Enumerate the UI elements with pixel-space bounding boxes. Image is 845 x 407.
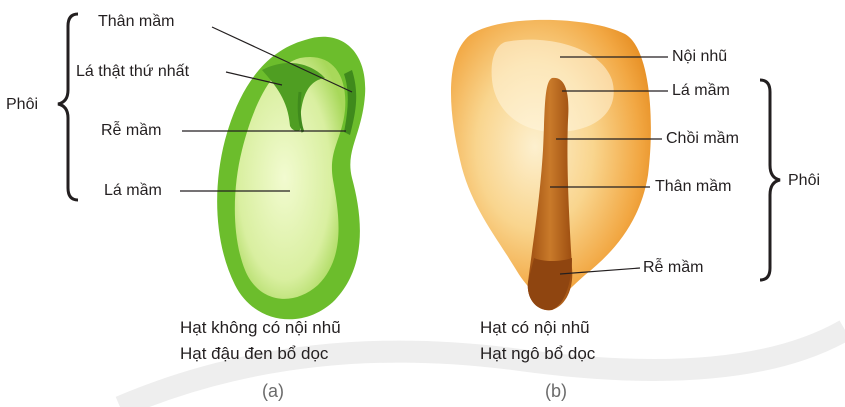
corn-caption-line2: Hạt ngô bổ dọc <box>480 343 595 365</box>
corn-caption-line1: Hạt có nội nhũ <box>480 317 590 339</box>
watermark-arc <box>120 330 845 407</box>
bean-label-la-mam: Lá mầm <box>104 182 162 200</box>
bean-caption-line2: Hạt đậu đen bổ dọc <box>180 343 328 365</box>
corn-label-than-mam: Thân mầm <box>655 178 731 196</box>
bean-label-than-mam: Thân mầm <box>98 13 174 31</box>
bean-label-re-mam: Rễ mầm <box>101 122 161 140</box>
corn-seed <box>451 20 651 310</box>
bean-seed <box>217 37 365 320</box>
bean-panel-label: (a) <box>262 381 284 401</box>
corn-label-choi-mam: Chồi mầm <box>666 130 739 148</box>
corn-label-re-mam: Rễ mầm <box>643 259 703 277</box>
bean-label-phoi: Phôi <box>6 96 38 114</box>
bean-caption-line1: Hạt không có nội nhũ <box>180 317 341 339</box>
bean-label-la-that: Lá thật thứ nhất <box>76 63 189 81</box>
corn-label-la-mam: Lá mầm <box>672 82 730 100</box>
corn-label-phoi: Phôi <box>788 172 820 190</box>
corn-embryo-brace <box>760 80 780 280</box>
corn-panel-label: (b) <box>545 381 567 401</box>
corn-label-noi-nhu: Nội nhũ <box>672 48 727 66</box>
bean-embryo-brace <box>58 14 78 200</box>
corn-embryo-tip <box>528 258 572 310</box>
